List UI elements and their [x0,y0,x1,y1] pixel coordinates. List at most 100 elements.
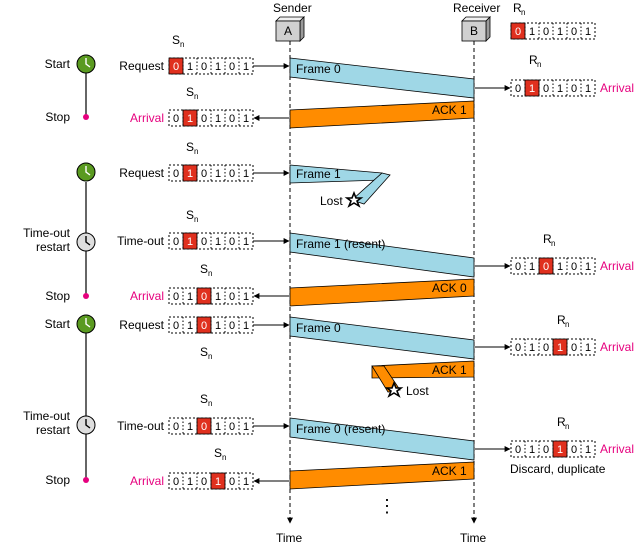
sequence-bit: 0 [515,26,521,38]
sequence-bit: 0 [229,168,235,180]
restart-label: restart [36,240,71,254]
sequence-bit: 0 [571,444,577,456]
svg-text:R: R [557,313,566,327]
lost-star-icon [344,190,364,208]
sequence-bit: 1 [243,291,249,303]
sequence-bit: 1 [557,261,563,273]
request-label: Request [119,59,164,73]
arrival-label: Arrival [130,289,164,303]
svg-text:R: R [513,1,522,15]
sequence-bit: 0 [201,320,207,332]
stop-dot [83,114,89,120]
clock-icon [76,415,96,435]
svg-text:n: n [565,320,569,329]
sequence-bit: 1 [243,61,249,73]
svg-text:R: R [543,232,552,246]
sequence-bit: 1 [215,320,221,332]
sequence-bit: 0 [515,444,521,456]
svg-text:Frame 1 (resent): Frame 1 (resent) [296,237,385,251]
svg-text:S: S [172,33,180,47]
svg-text:n: n [222,453,226,462]
sequence-bit: 0 [229,291,235,303]
sequence-bit: 0 [201,168,207,180]
sequence-bit: 0 [201,421,207,433]
sequence-bit: 0 [173,291,179,303]
start-label: Start [45,57,71,71]
stop-label: Stop [45,110,70,124]
station-b: B [461,16,491,42]
svg-text:S: S [186,85,194,99]
sequence-bit: 0 [543,83,549,95]
sequence-bit: 0 [571,261,577,273]
sequence-bit: 1 [187,61,193,73]
station-a-label: A [284,24,292,38]
sequence-bit: 0 [201,476,207,488]
clock-icon [76,314,96,334]
svg-text:n: n [194,147,198,156]
sequence-bit: 1 [215,113,221,125]
sequence-bit: 1 [187,168,193,180]
ack-1: ACK 1 [289,461,475,490]
arrival-label: Arrival [600,442,634,456]
lost-label: Lost [406,384,429,398]
sender-time-label: Time [276,531,303,545]
sequence-bit: 1 [215,421,221,433]
svg-text:ACK 1: ACK 1 [432,103,467,117]
svg-text:S: S [200,345,208,359]
svg-text:S: S [214,446,222,460]
request-label: Request [119,166,164,180]
svg-text:ACK 0: ACK 0 [432,281,467,295]
svg-text:n: n [208,399,212,408]
sequence-bit: 1 [243,476,249,488]
sequence-bit: 1 [187,236,193,248]
sequence-bit: 1 [585,342,591,354]
svg-text:R: R [529,53,538,67]
discard-duplicate-label: Discard, duplicate [510,462,606,476]
sequence-bit: 0 [229,113,235,125]
ellipsis: ⋮ [378,496,396,516]
sequence-bit: 1 [215,236,221,248]
sequence-bit: 1 [187,320,193,332]
svg-text:n: n [194,215,198,224]
frame-1-lost: Frame 1 [289,164,391,205]
sequence-bit: 0 [515,83,521,95]
svg-text:S: S [186,140,194,154]
sequence-bit: 0 [173,320,179,332]
svg-text:Frame 0: Frame 0 [296,62,341,76]
sequence-bit: 1 [187,476,193,488]
sequence-bit: 0 [229,236,235,248]
arrival-label: Arrival [600,259,634,273]
sequence-bit: 0 [229,320,235,332]
sequence-bit: 0 [515,261,521,273]
sender-label: Sender [273,1,312,15]
sequence-bit: 0 [229,421,235,433]
svg-text:ACK 1: ACK 1 [432,363,467,377]
svg-text:n: n [194,92,198,101]
timeout-label: Time-out [23,226,71,240]
sequence-bit: 0 [173,236,179,248]
svg-text:n: n [551,239,555,248]
ack-0: ACK 0 [289,278,475,307]
stop-label: Stop [45,473,70,487]
sequence-bit: 0 [201,236,207,248]
stop-dot [83,293,89,299]
svg-text:n: n [208,269,212,278]
sequence-bit: 1 [187,113,193,125]
sequence-bit: 1 [529,342,535,354]
station-a: A [275,16,305,42]
